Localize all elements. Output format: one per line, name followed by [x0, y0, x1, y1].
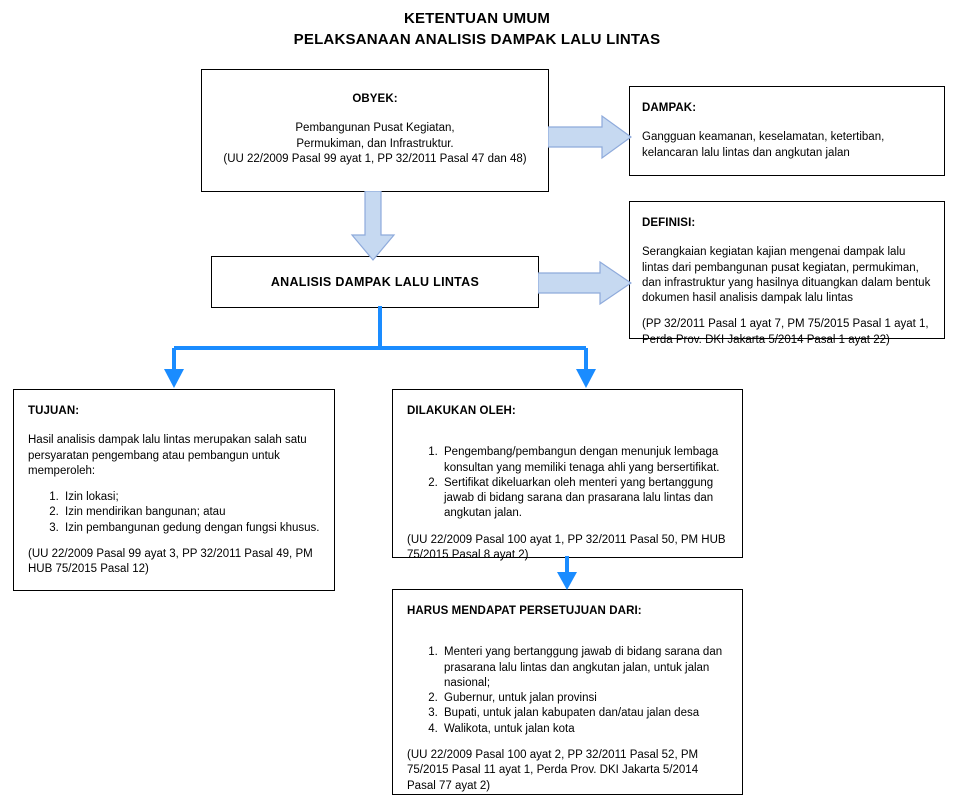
- node-dampak-heading: DAMPAK:: [642, 102, 697, 114]
- page-title-line-1: KETENTUAN UMUM: [403, 10, 551, 27]
- node-obyek-heading: OBYEK:: [352, 93, 398, 105]
- node-tujuan-citation: (UU 22/2009 Pasal 99 ayat 3, PP 32/2011 …: [28, 547, 313, 576]
- node-persetujuan-heading: HARUS MENDAPAT PERSETUJUAN DARI:: [407, 605, 642, 617]
- list-item: Bupati, untuk jalan kabupaten dan/atau j…: [441, 706, 728, 721]
- node-dilakukan-oleh: DILAKUKAN OLEH: Pengembang/pembangun den…: [392, 389, 743, 561]
- node-obyek-line-1: Pembangunan Pusat Kegiatan,: [295, 122, 455, 135]
- node-harus-mendapat-persetujuan-dari: HARUS MENDAPAT PERSETUJUAN DARI: Menteri…: [392, 589, 743, 795]
- list-item: Walikota, untuk jalan kota: [441, 722, 728, 737]
- node-obyek-line-2: Permukiman, dan Infrastruktur.: [296, 137, 454, 150]
- list-item: Gubernur, untuk jalan provinsi: [441, 691, 728, 706]
- connector-analisis-split-icon: [164, 306, 596, 388]
- node-obyek: OBYEK: Pembangunan Pusat Kegiatan, Permu…: [201, 69, 549, 192]
- node-definisi: DEFINISI: Serangkaian kegiatan kajian me…: [629, 201, 945, 346]
- node-tujuan-body: Hasil analisis dampak lalu lintas merupa…: [28, 434, 307, 477]
- list-item: Menteri yang bertanggung jawab di bidang…: [441, 645, 728, 691]
- node-analisis-dampak-lalu-lintas: ANALISIS DAMPAK LALU LINTAS: [211, 256, 539, 308]
- node-dilakukan-oleh-list: Pengembang/pembangun dengan menunjuk lem…: [407, 445, 728, 521]
- node-definisi-citation: (PP 32/2011 Pasal 1 ayat 7, PM 75/2015 P…: [642, 318, 929, 346]
- node-tujuan-heading: TUJUAN:: [28, 405, 80, 417]
- node-dampak-body: Gangguan keamanan, keselamatan, ketertib…: [642, 131, 885, 159]
- list-item: Sertifikat dikeluarkan oleh menteri yang…: [441, 476, 728, 522]
- node-tujuan: TUJUAN: Hasil analisis dampak lalu linta…: [13, 389, 335, 591]
- connector-dilakukan-to-persetujuan-icon: [557, 556, 577, 590]
- arrow-analisis-to-definisi-icon: [538, 260, 632, 306]
- list-item: Izin mendirikan bangunan; atau: [62, 505, 320, 520]
- node-definisi-heading: DEFINISI:: [642, 217, 696, 229]
- node-dilakukan-oleh-heading: DILAKUKAN OLEH:: [407, 405, 516, 417]
- list-item: Izin pembangunan gedung dengan fungsi kh…: [62, 521, 320, 536]
- node-persetujuan-citation: (UU 22/2009 Pasal 100 ayat 2, PP 32/2011…: [407, 748, 699, 792]
- node-tujuan-list: Izin lokasi; Izin mendirikan bangunan; a…: [28, 490, 320, 536]
- page-title: KETENTUAN UMUM PELAKSANAAN ANALISIS DAMP…: [0, 8, 954, 51]
- arrow-obyek-to-analisis-icon: [350, 191, 396, 261]
- node-definisi-body: Serangkaian kegiatan kajian mengenai dam…: [642, 246, 931, 305]
- node-persetujuan-list: Menteri yang bertanggung jawab di bidang…: [407, 645, 728, 737]
- node-dampak: DAMPAK: Gangguan keamanan, keselamatan, …: [629, 86, 945, 176]
- page-title-line-2: PELAKSANAAN ANALISIS DAMPAK LALU LINTAS: [293, 31, 661, 49]
- node-dilakukan-oleh-citation: (UU 22/2009 Pasal 100 ayat 1, PP 32/2011…: [407, 533, 726, 561]
- node-obyek-citation: (UU 22/2009 Pasal 99 ayat 1, PP 32/2011 …: [223, 152, 527, 165]
- arrow-obyek-to-dampak-icon: [548, 114, 632, 160]
- list-item: Izin lokasi;: [62, 490, 320, 505]
- list-item: Pengembang/pembangun dengan menunjuk lem…: [441, 445, 728, 476]
- node-analisis-label: ANALISIS DAMPAK LALU LINTAS: [270, 274, 480, 289]
